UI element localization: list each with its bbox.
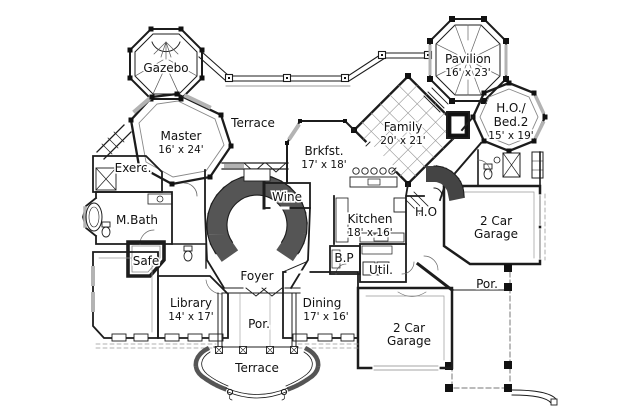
railing-post-icon: [224, 50, 433, 83]
foyer-structure: [204, 169, 311, 297]
brkfst-dims: 17' x 18': [301, 159, 346, 171]
terrace-bottom-label: Terrace: [234, 361, 279, 375]
library-structure: [157, 275, 229, 342]
wine-label: Wine: [272, 190, 302, 204]
shower-icon: [95, 167, 117, 191]
bed2-dims: 15' x 19': [488, 130, 533, 142]
foyer-label: Foyer: [240, 269, 273, 283]
sitting-room-structure: [91, 251, 159, 342]
kitchen-structure: [333, 167, 425, 245]
garage-bottom-line1: 2 Car: [393, 321, 425, 335]
gazebo-structure: [127, 26, 205, 102]
grand-staircase: [206, 168, 308, 262]
bed2-label-line2: Bed.2: [494, 115, 529, 129]
scroll-ornament-icon: [226, 388, 288, 401]
family-structure: [351, 73, 465, 187]
library-dims: 14' x 17': [168, 311, 213, 323]
window-icon: [164, 333, 224, 342]
safe-structure: [126, 240, 166, 278]
mbath-label: M.Bath: [116, 213, 158, 227]
mbath-structure: [82, 191, 173, 245]
family-dims: 20' x 21': [380, 135, 425, 147]
window-icon: [111, 333, 149, 342]
sink-icon: [156, 195, 164, 203]
driveway-curve: [511, 389, 557, 404]
fridge-icon: [393, 197, 407, 213]
bed2-bath: [477, 149, 544, 187]
master-dims: 16' x 24': [158, 144, 203, 156]
powder-room: [171, 243, 207, 269]
kitchen-dims: 18' x 16': [347, 227, 392, 239]
master-label: Master: [161, 129, 202, 143]
family-label: Family: [384, 120, 423, 134]
gazebo-label: Gazebo: [143, 61, 188, 75]
brkfst-label: Brkfst.: [304, 144, 343, 158]
pavilion-label: Pavilion: [445, 52, 491, 66]
stair-icon: [207, 175, 307, 262]
sink-icon: [367, 178, 381, 186]
bp-structure: [329, 245, 361, 275]
bar-counter: [349, 176, 398, 188]
master-structure: [128, 91, 234, 197]
porch-bottom-structure: [213, 292, 299, 354]
pavilion-dims: 16' x 23': [445, 67, 490, 79]
toilet-icon: [483, 163, 493, 180]
bathtub-icon: [85, 202, 103, 232]
util-label: Util.: [369, 263, 393, 277]
library-label: Library: [170, 296, 212, 310]
bed2-structure: [470, 80, 548, 154]
closet-shelves: [531, 151, 544, 179]
terrace-railing: [198, 50, 433, 87]
back-stairs: [405, 165, 465, 215]
sink-icon: [493, 156, 501, 164]
exercise-label: Exerc.: [115, 161, 152, 175]
dining-label: Dining: [303, 296, 342, 310]
garage-right-line2: Garage: [474, 227, 518, 241]
stove-icon: [373, 233, 389, 242]
pavilion-structure: [427, 16, 509, 104]
toilet-icon: [101, 221, 111, 238]
barstool-icon: [352, 167, 396, 175]
exercise-structure: [92, 124, 163, 193]
toilet-icon: [183, 245, 193, 262]
dryer-icon: [376, 261, 390, 276]
kitchen-label: Kitchen: [347, 212, 392, 226]
front-door-icon: [245, 287, 283, 297]
ho-label: H.O: [415, 205, 437, 219]
column-icon: [215, 346, 298, 354]
terrace-top-label: Terrace: [230, 116, 275, 130]
terrace-bottom-structure: [193, 345, 321, 401]
safe-label: Safe: [133, 254, 160, 268]
window-icon: [292, 333, 355, 342]
window-sill-lines: [95, 343, 361, 349]
shower-icon: [502, 152, 521, 178]
stair-icon: [425, 165, 465, 205]
dining-dims: 17' x 16': [303, 311, 348, 323]
bp-label: B.P: [334, 251, 353, 265]
garage-bottom-line2: Garage: [387, 334, 431, 348]
bed2-label-line1: H.O./: [496, 101, 526, 115]
walls-layer: [82, 16, 558, 406]
washer-icon: [362, 261, 376, 276]
dining-structure: [282, 270, 359, 342]
por-bottom-label: Por.: [248, 317, 270, 331]
garage-right-line1: 2 Car: [480, 214, 512, 228]
wine-structure: [262, 181, 311, 210]
door-arc: [477, 159, 491, 173]
labels-layer: Gazebo Pavilion 16' x 23' Master 16' x 2…: [113, 50, 535, 376]
vanity-counter: [147, 193, 173, 205]
column-icon: [445, 264, 512, 392]
brkfst-structure: [285, 119, 356, 184]
por-right-label: Por.: [476, 277, 498, 291]
